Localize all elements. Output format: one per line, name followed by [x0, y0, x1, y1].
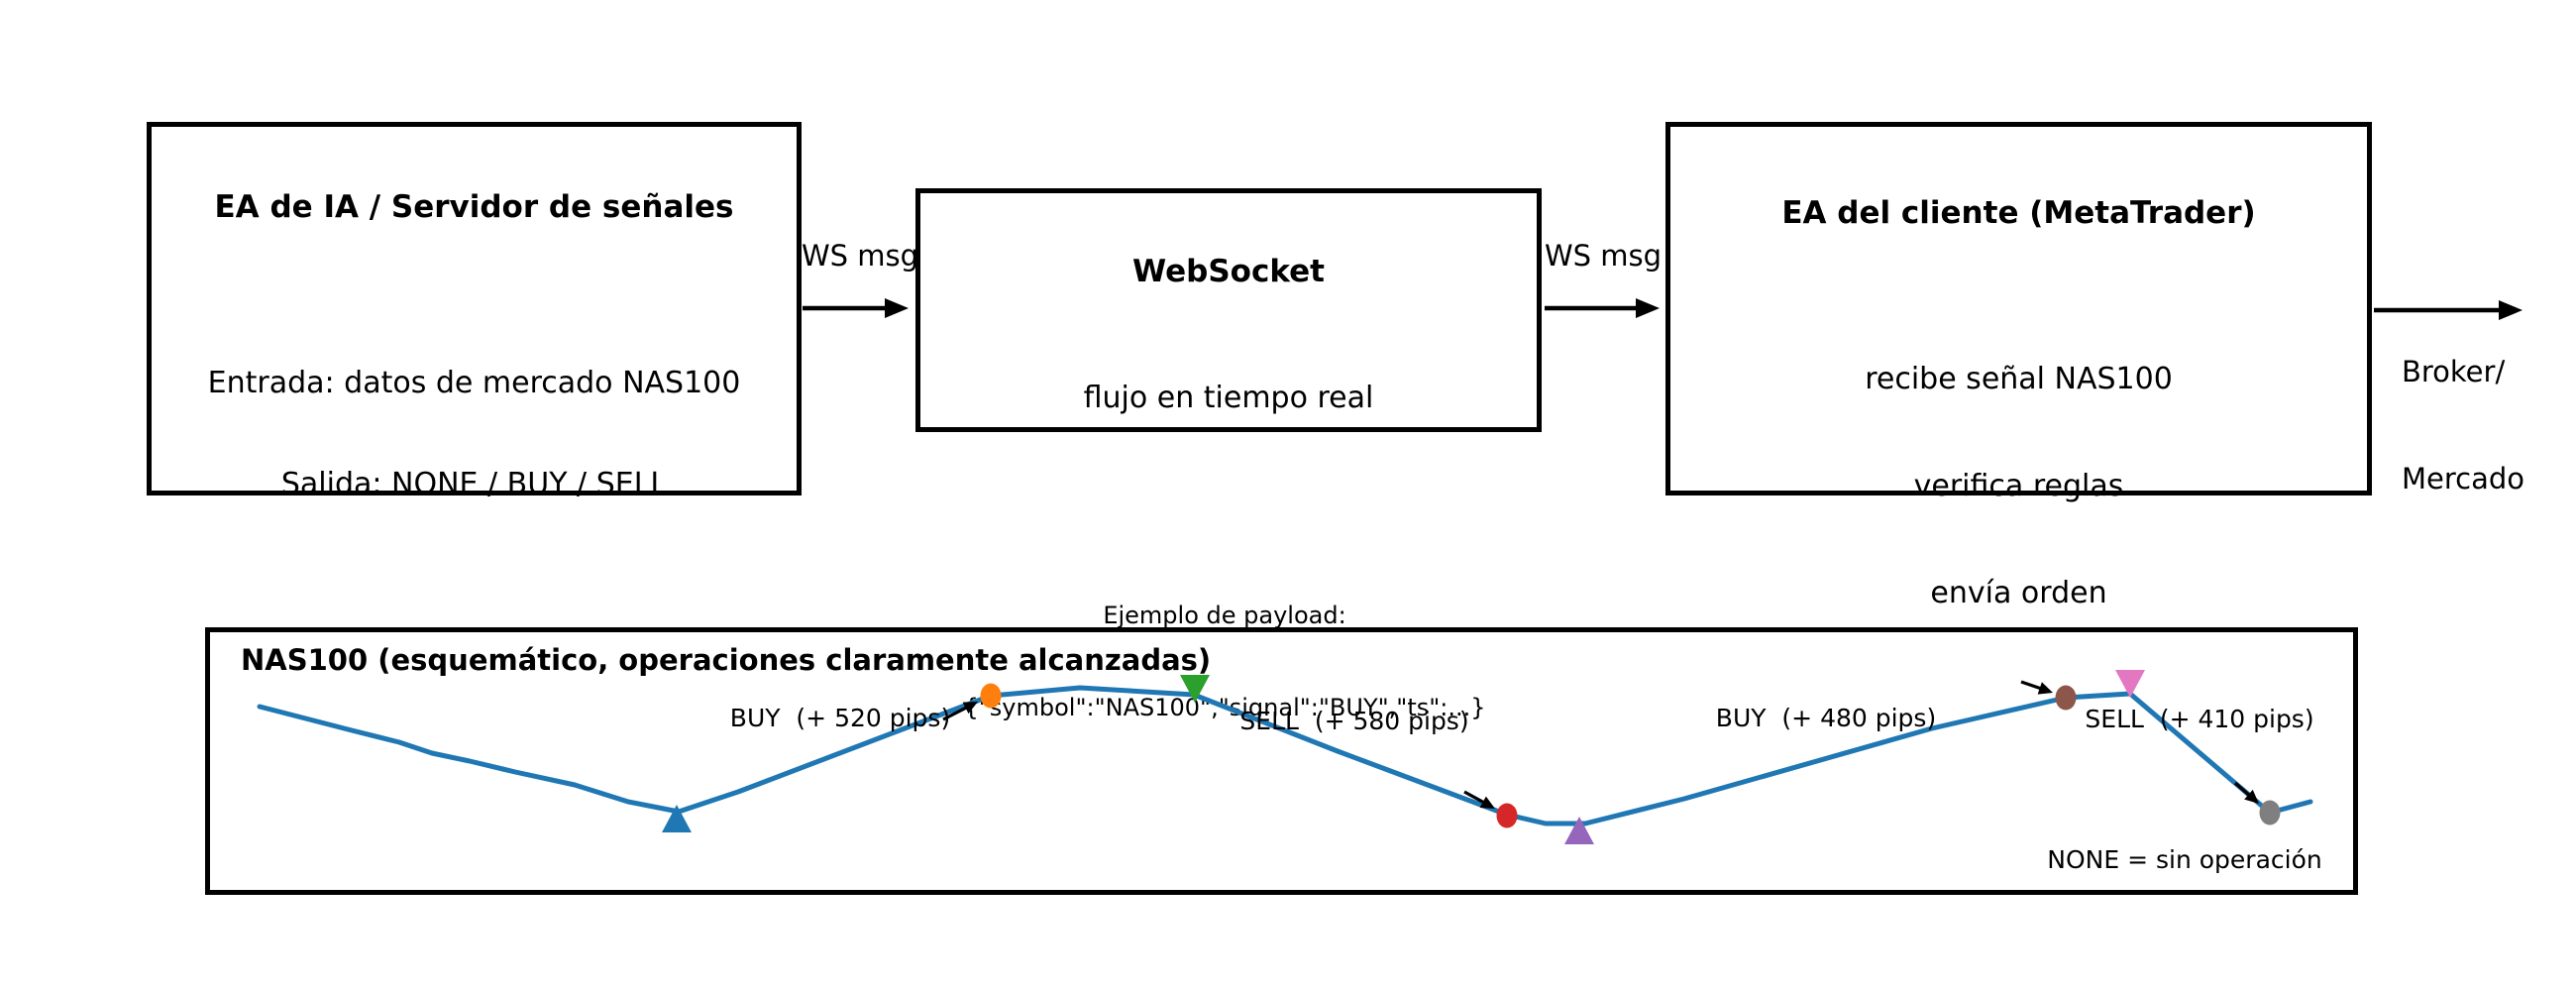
exit-buy-1-marker	[980, 683, 1002, 709]
trade-label-sell-2: SELL (+ 410 pips)	[2085, 705, 2314, 733]
broker-label-line1: Broker/	[2402, 355, 2506, 388]
exit-buy-2-marker	[2055, 685, 2077, 711]
trade-label-buy-2: BUY (+ 480 pips)	[1715, 704, 1937, 732]
annotation-arrowhead-3	[2244, 789, 2259, 804]
chart-border	[205, 627, 2358, 895]
annotation-arrow-0	[942, 705, 969, 721]
annotation-arrow-3	[2233, 781, 2252, 798]
server-box: EA de IA / Servidor de señales Entrada: …	[147, 122, 802, 501]
client-box: EA del cliente (MetaTrader) recibe señal…	[1665, 122, 2372, 610]
price-line	[257, 685, 2313, 826]
trade-label-buy-1: BUY (+ 520 pips)	[729, 704, 951, 732]
entry-buy-2-marker	[1564, 817, 1594, 844]
websocket-box-title: WebSocket	[1132, 254, 1325, 289]
annotation-arrowhead-0	[962, 702, 978, 715]
payload-caption: Ejemplo de payload:	[1103, 602, 1346, 629]
trade-label-sell-1: SELL (+ 580 pips)	[1239, 707, 1469, 735]
client-box-line1: recibe señal NAS100	[1865, 362, 2173, 396]
ws-arrow-1	[803, 298, 909, 318]
client-box-line2: verifica reglas	[1913, 469, 2124, 503]
exit-sell-1-marker	[1496, 803, 1518, 828]
price-chart	[205, 627, 2358, 895]
server-box-body: Entrada: datos de mercado NAS100 Salida:…	[152, 299, 797, 569]
websocket-box-body: flujo en tiempo real	[920, 314, 1537, 483]
ws-arrow-2	[1545, 298, 1660, 318]
annotation-arrow-2	[2020, 680, 2044, 691]
annotation-arrow-1	[1463, 790, 1487, 806]
websocket-box-line1: flujo en tiempo real	[1083, 381, 1374, 415]
ws-msg-label-1: WS msg	[801, 239, 919, 273]
client-box-body: recibe señal NAS100 verifica reglas enví…	[1670, 290, 2367, 683]
none-note: NONE = sin operación	[2047, 845, 2322, 874]
server-box-line2: Salida: NONE / BUY / SELL	[280, 467, 668, 501]
chart-panel: NAS100 (esquemático, operaciones clarame…	[205, 627, 2358, 895]
ws-msg-label-2: WS msg	[1544, 239, 1663, 273]
entry-sell-2-marker	[2115, 670, 2145, 698]
server-box-title: EA de IA / Servidor de señales	[214, 189, 734, 225]
client-box-title: EA del cliente (MetaTrader)	[1781, 195, 2256, 231]
client-box-line3: envía orden	[1930, 576, 2107, 610]
broker-label-line2: Mercado	[2402, 462, 2525, 496]
exit-sell-2-marker	[2259, 800, 2281, 826]
chart-title: NAS100 (esquemático, operaciones clarame…	[241, 643, 1212, 677]
server-box-line1: Entrada: datos de mercado NAS100	[207, 366, 741, 400]
entry-sell-1-marker	[1180, 675, 1210, 703]
broker-label: Broker/ Mercado	[2402, 282, 2524, 568]
entry-buy-1-marker	[662, 805, 692, 832]
annotation-arrowhead-2	[2037, 682, 2053, 695]
annotation-arrowhead-1	[1479, 796, 1495, 809]
websocket-box: WebSocket flujo en tiempo real	[915, 188, 1542, 432]
